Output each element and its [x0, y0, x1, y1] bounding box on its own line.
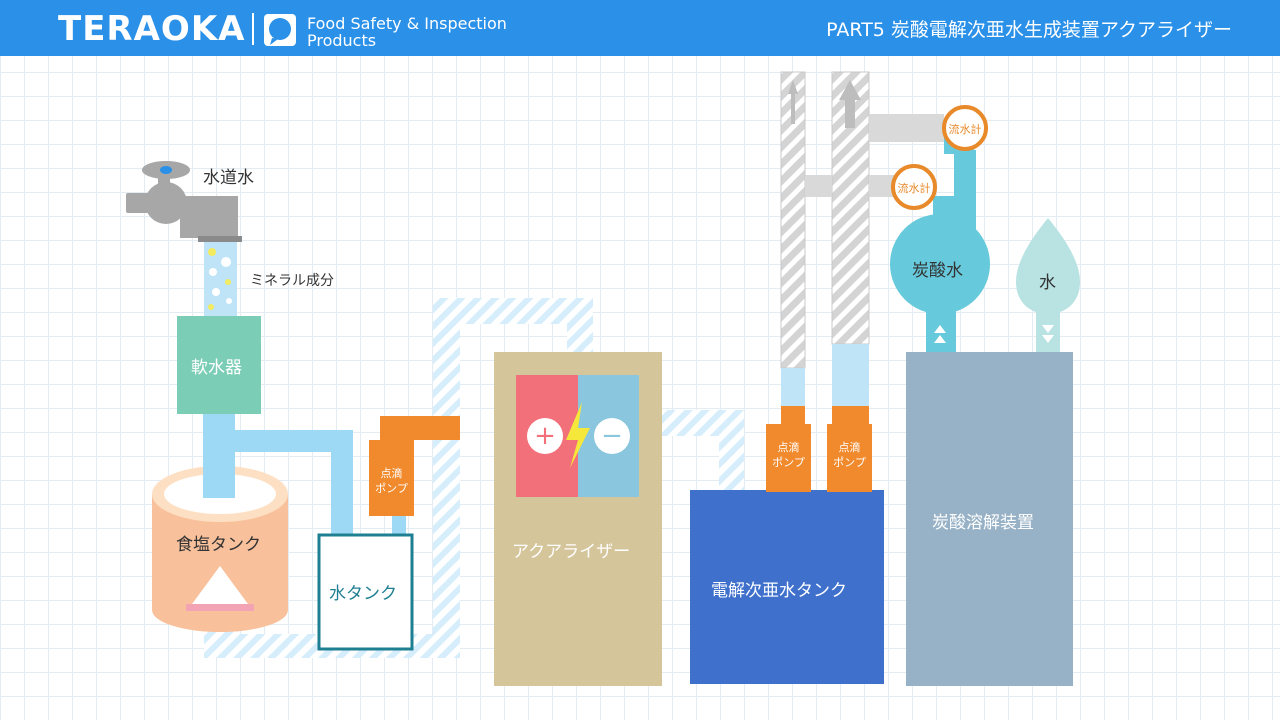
brand-subtitle-line1: Food Safety & Inspection	[307, 14, 507, 33]
minus-icon	[594, 418, 630, 454]
plus-sign: +	[534, 421, 556, 451]
column-right	[831, 71, 870, 408]
water-softener	[177, 316, 261, 414]
water-tank	[317, 533, 414, 651]
dissolver-label: 炭酸溶解装置	[932, 513, 1034, 533]
carbonated-water-label: 炭酸水	[912, 261, 963, 281]
carbonated-water-flow	[890, 124, 990, 354]
hypo-tank-label: 電解次亜水タンク	[711, 581, 847, 601]
tap-water-label: 水道水	[203, 168, 254, 188]
plus-icon	[527, 418, 563, 454]
faucet-icon	[126, 161, 242, 242]
aqualyzer-label: アクアライザー	[512, 542, 631, 562]
pump-mid1-label: 点滴 ポンプ	[766, 440, 811, 470]
water-drop-icon	[1016, 218, 1080, 354]
salt-tank	[152, 464, 288, 632]
flow-meter-top-label: 流水計	[948, 123, 982, 136]
pump-mid1-line1: 点滴	[777, 441, 800, 454]
pump-left-label: 点滴 ポンプ	[369, 466, 414, 496]
water-drop-label: 水	[1039, 273, 1056, 293]
drip-pump-mid2	[827, 406, 872, 492]
softener-label: 軟水器	[191, 358, 242, 378]
flow-meter-top	[942, 105, 988, 151]
gas-pipe	[805, 114, 944, 197]
water-tank-label: 水タンク	[329, 584, 397, 604]
lightning-bolt-icon	[566, 402, 590, 468]
drip-pump-left	[369, 416, 460, 516]
pump-mid2-line1: 点滴	[838, 441, 861, 454]
hypo-water-tank	[690, 490, 884, 684]
brand-divider	[252, 13, 254, 45]
pump-mid2-label: 点滴 ポンプ	[827, 440, 872, 470]
salt-tank-label: 食塩タンク	[176, 535, 261, 555]
minerals-label: ミネラル成分	[250, 273, 334, 289]
speech-bubble-icon	[264, 14, 296, 46]
header-bar: TERAOKA Food Safety & Inspection Product…	[0, 0, 1280, 56]
pump-mid1-line2: ポンプ	[772, 456, 805, 469]
brand-subtitle: Food Safety & Inspection Products	[307, 15, 507, 49]
carbonic-dissolver	[906, 352, 1073, 686]
pump-left-line1: 点滴	[380, 467, 403, 480]
pump-left-line2: ポンプ	[375, 482, 408, 495]
brand-logo: TERAOKA	[58, 9, 246, 49]
brand-subtitle-line2: Products	[307, 31, 377, 50]
drip-pump-mid1	[766, 406, 811, 492]
hypo-outlet-pipe	[660, 410, 744, 492]
aqualyzer-unit: + −	[494, 352, 662, 686]
column-left	[780, 71, 806, 408]
page-title: PART5 炭酸電解次亜水生成装置アクアライザー	[826, 19, 1232, 41]
pump-mid2-line2: ポンプ	[833, 456, 866, 469]
flow-meter-bottom	[891, 164, 937, 210]
flow-meter-bottom-label: 流水計	[897, 182, 931, 195]
minus-sign: −	[601, 421, 623, 451]
mineral-stream	[204, 242, 237, 316]
